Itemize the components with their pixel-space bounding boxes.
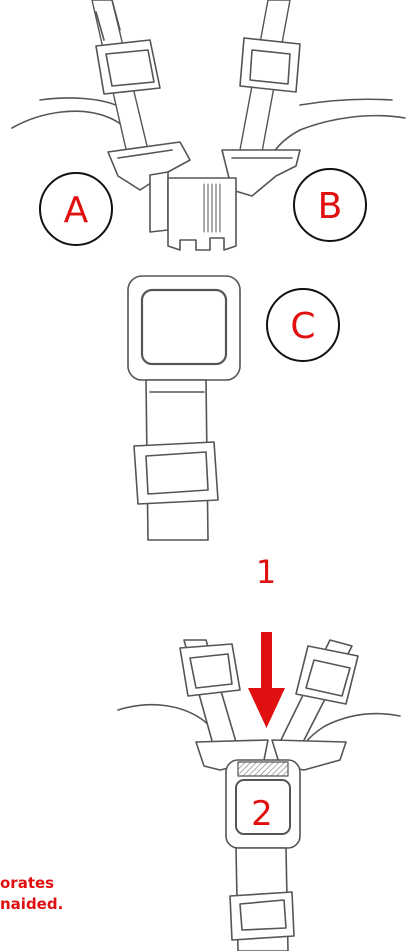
- label-a: A: [40, 173, 112, 245]
- label-c: C: [267, 289, 339, 361]
- step-1-label: 1: [256, 553, 276, 591]
- buckle2-inserted-tongues: [238, 762, 288, 776]
- label-c-text: C: [290, 306, 315, 347]
- label-b-text: B: [318, 186, 343, 227]
- caption-line-1: orates: [0, 872, 54, 894]
- right-strap-adjuster: [240, 38, 300, 92]
- figure-1: [12, 0, 405, 540]
- seat-contour-right-inner: [300, 99, 392, 105]
- joined-tongues: [168, 178, 236, 250]
- step-2-label: 2: [251, 794, 273, 834]
- left2-strap-adjuster: [180, 644, 240, 696]
- label-b: B: [294, 169, 366, 241]
- label-a-text: A: [64, 190, 89, 231]
- down-arrow-icon: [248, 632, 285, 728]
- seat-contour-left-inner: [40, 98, 118, 106]
- caption-line-2: naided.: [0, 893, 63, 915]
- seat-contour-right: [274, 116, 405, 152]
